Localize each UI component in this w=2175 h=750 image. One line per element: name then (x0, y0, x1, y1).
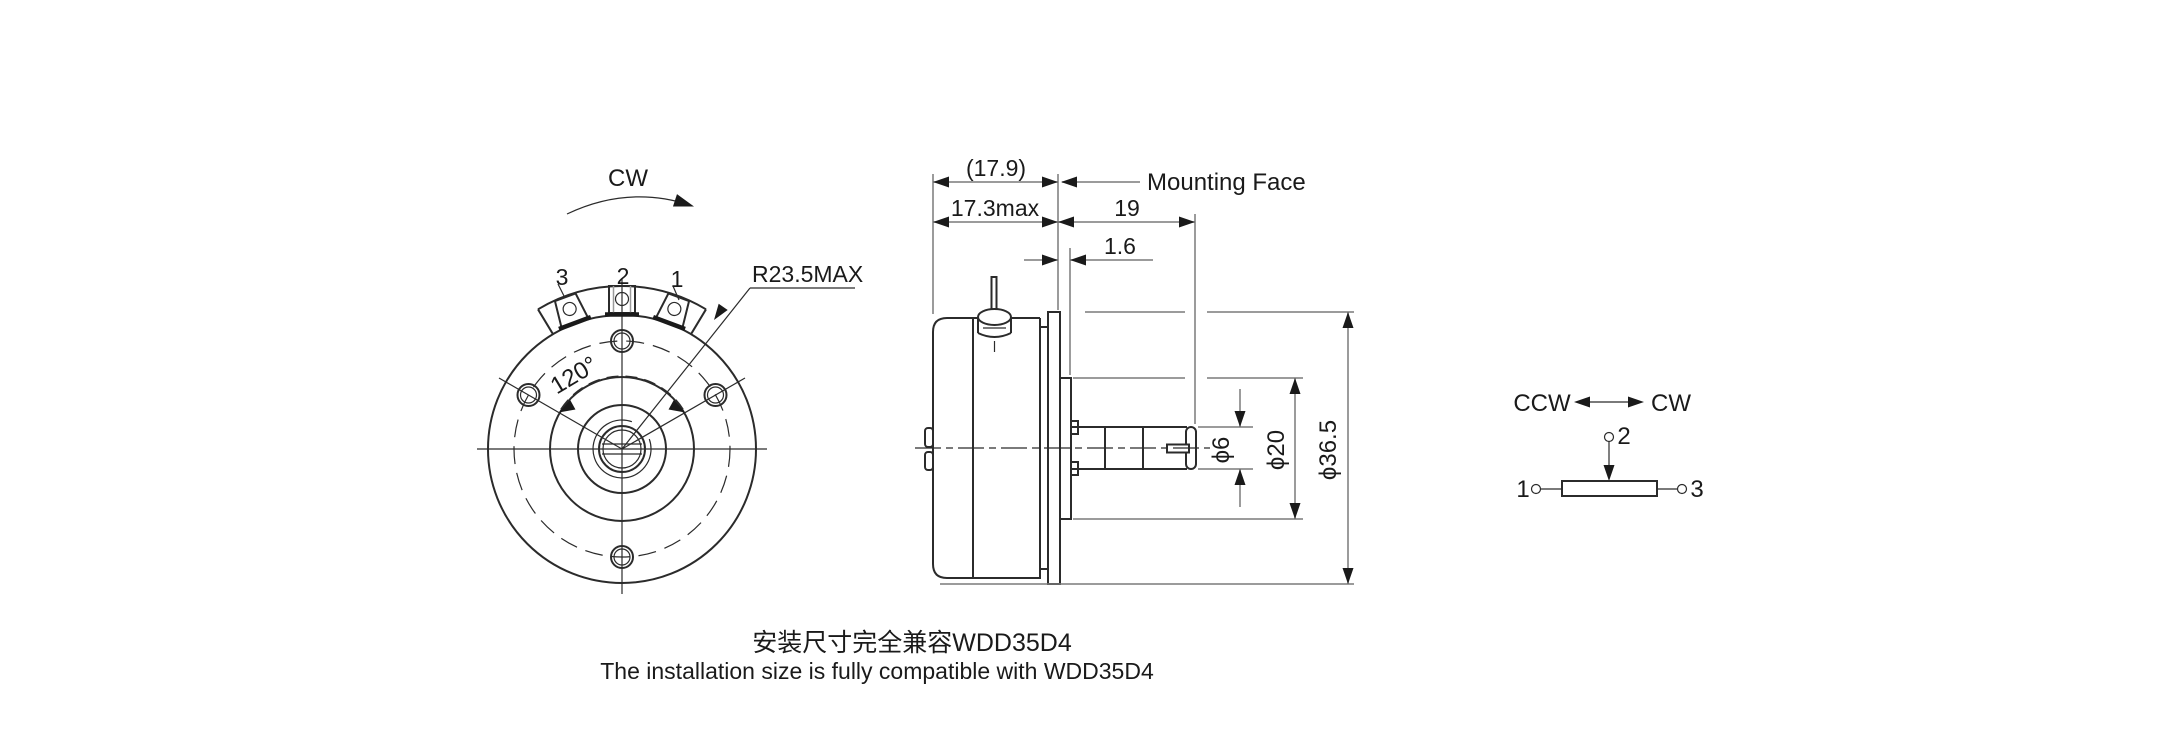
footer-note: 安装尺寸完全兼容WDD35D4 The installation size is… (600, 629, 1154, 684)
shaft-circle-outer (598, 425, 646, 473)
dim-19-label: 19 (1114, 195, 1140, 221)
terminal-2-block (605, 285, 639, 317)
mounting-hole-bottom (610, 545, 634, 569)
radius-leader-line (621, 287, 751, 450)
terminal-3-node-label: 3 (1690, 476, 1703, 503)
terminal-3-node (1676, 483, 1688, 495)
mounting-face-callout: Mounting Face (1061, 169, 1306, 196)
dimension-19: 19 (1058, 195, 1195, 228)
compatibility-note-en: The installation size is fully compatibl… (600, 658, 1154, 684)
shaft-circle-inner (602, 429, 642, 469)
dim-boss-dia-label: ϕ20 (1263, 430, 1290, 470)
dim-1-6-label: 1.6 (1104, 233, 1136, 259)
dimension-shaft-dia: ϕ6 (1208, 389, 1246, 507)
wiper-arrowhead (1603, 465, 1615, 481)
angle-arc-arrow-right (668, 399, 686, 413)
terminal-lug-side (977, 276, 1012, 352)
terminal-3-leader (557, 283, 566, 299)
terminal-3-block (553, 292, 592, 332)
dimension-boss-dia: ϕ20 (1263, 378, 1301, 519)
resistor-element (1561, 480, 1658, 497)
dim-body-dia-label: ϕ36.5 (1315, 420, 1342, 480)
mounting-hole-top (610, 329, 634, 353)
cw-arc-arrowhead (672, 194, 694, 207)
terminal-2-label: 2 (617, 263, 630, 289)
terminal-1-leader (672, 285, 680, 301)
retainer-c-arc (592, 419, 652, 479)
inner-circle-small (577, 404, 667, 494)
terminal-arc-end-right (690, 308, 707, 335)
dim-shaft-dia-label: ϕ6 (1208, 437, 1235, 464)
terminal-1-node (1530, 483, 1542, 495)
angle-120-label: 120° (546, 351, 602, 400)
ccw-label: CCW (1513, 390, 1571, 417)
cw-rotation-arc (566, 196, 691, 215)
terminal-1-block (652, 292, 691, 332)
bolt-circle-dashed (513, 340, 731, 558)
terminal-arc-end-left (537, 308, 554, 335)
compatibility-note-zh: 安装尺寸完全兼容WDD35D4 (752, 629, 1072, 657)
wiper-terminal-node (1603, 431, 1615, 443)
angle-120-arc (560, 375, 684, 410)
radius-leader-arrowhead (714, 303, 728, 320)
terminal-3-label: 3 (556, 264, 569, 290)
mounting-face-label: Mounting Face (1147, 169, 1306, 196)
schematic: CCW CW 2 1 3 (1513, 390, 1703, 503)
dimension-17-9: (17.9) (933, 155, 1058, 188)
angle-arc-arrow-left (558, 399, 576, 413)
dimension-1-6: 1.6 (1024, 233, 1153, 266)
radius-label: R23.5MAX (752, 261, 863, 287)
direction-arrowhead-right (1628, 396, 1644, 408)
dimension-17-3max: 17.3max (933, 195, 1058, 228)
cw-rotation-label: CW (608, 165, 648, 192)
dimension-body-dia: ϕ36.5 (1315, 312, 1354, 584)
cw-label: CW (1651, 390, 1691, 417)
side-view: (17.9) Mounting Face 17.3max 19 (915, 155, 1354, 585)
dim-17-9-label: (17.9) (966, 155, 1026, 181)
inner-circle-large (549, 376, 695, 522)
direction-arrowhead-left (1574, 396, 1590, 408)
mounting-hole-left (516, 383, 541, 407)
terminal-1-node-label: 1 (1516, 476, 1529, 503)
rear-nub-lower (924, 451, 934, 471)
mounting-hole-right (703, 383, 728, 407)
front-view: 3 2 1 120° CW R23.5MAX (477, 165, 863, 594)
body-outline (932, 317, 1041, 579)
wiper-terminal-label: 2 (1617, 423, 1630, 450)
dim-17-3max-label: 17.3max (951, 195, 1040, 221)
rear-nub-upper (924, 427, 934, 448)
terminal-1-label: 1 (671, 266, 684, 292)
